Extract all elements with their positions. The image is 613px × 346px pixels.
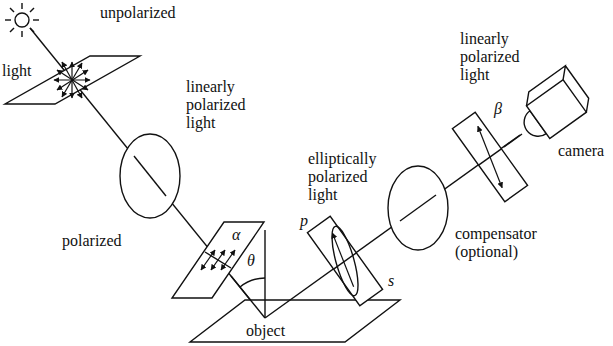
object-plane: [190, 300, 400, 342]
unpolarized-arrows: [54, 62, 90, 98]
component-label: compensator (optional): [455, 225, 565, 261]
state-label: linearly polarized light: [460, 30, 540, 84]
compensator-lens: [388, 166, 448, 250]
polarizer-lens: [120, 134, 180, 218]
linear-arrows: [201, 250, 235, 270]
axis-label: p: [300, 212, 308, 230]
beam-through-lens: [134, 156, 166, 196]
surface-normal: [264, 230, 265, 318]
beam-through-compensator: [400, 195, 436, 221]
state-label: linearly polarized light: [186, 78, 266, 132]
beam-segment: [231, 276, 265, 318]
beam-segment: [504, 134, 522, 147]
state-label: elliptically polarized light: [308, 150, 398, 204]
linear-polarization-plate: [172, 222, 264, 298]
axis-label: s: [388, 272, 394, 290]
source-label: light: [2, 62, 31, 80]
component-label: polarized: [62, 232, 122, 250]
elliptical-plate: [302, 212, 388, 309]
angle-arc: [240, 278, 265, 287]
angle-symbol: θ: [247, 252, 255, 270]
source-label: unpolarized: [100, 4, 176, 22]
object-label: object: [246, 322, 285, 340]
analyzer-plate: [452, 112, 527, 201]
camera-label: camera: [558, 142, 604, 160]
angle-symbol: β: [494, 100, 502, 118]
angle-symbol: α: [232, 226, 240, 244]
camera-body: [509, 66, 594, 147]
